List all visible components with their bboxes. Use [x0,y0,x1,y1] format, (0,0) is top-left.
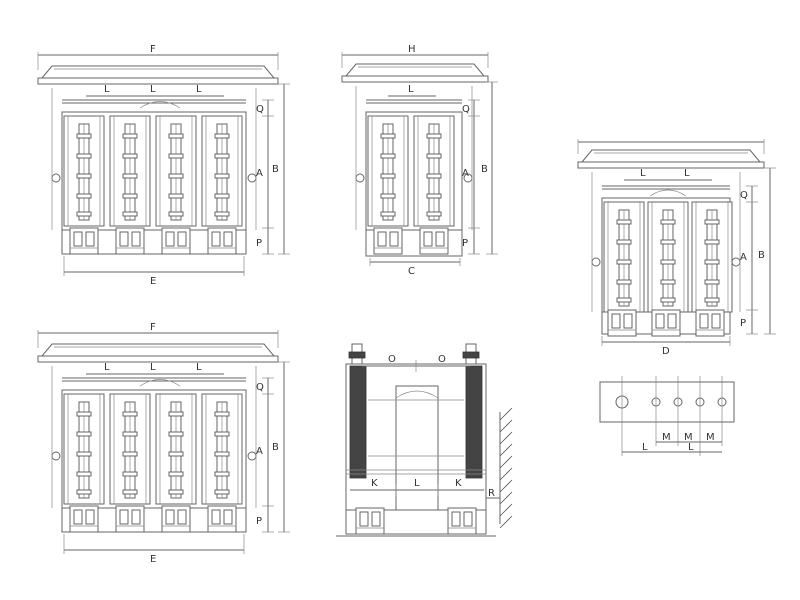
dim-label-F: F [150,44,156,55]
dim-label-B: B [481,164,488,175]
dim-label-K: K [371,478,378,489]
dim-label-P: P [256,238,262,249]
dim-label-M: M [706,432,715,443]
dim-label-O: O [438,354,446,365]
dim-label-R: R [488,488,495,499]
dim-label-B: B [272,442,279,453]
dim-label-C: C [408,266,415,277]
section-view: O O K L K R [336,343,513,537]
dim-label-P: P [256,516,262,527]
dim-label-L: L [414,478,420,489]
dim-label-P: P [740,318,746,329]
dim-label-L: L [642,442,648,453]
wall-hatch [499,407,513,529]
dim-label-L: L [150,362,156,373]
dim-label-M: M [662,432,671,443]
side-view: H L C Q A P B [341,44,498,277]
front-view-bottom: F L L L E Q A P B [37,322,290,565]
dim-label-L: L [688,442,694,453]
dim-label-L: L [408,84,414,95]
dim-label-A: A [256,168,263,179]
dim-label-Q: Q [256,104,264,115]
dim-label-K: K [455,478,462,489]
dim-label-B: B [272,164,279,175]
dim-label-E: E [150,276,156,287]
dim-label-L: L [150,84,156,95]
dim-label-Q: Q [462,104,470,115]
dim-label-P: P [462,238,468,249]
front-view-top: F L L L E Q A P B [37,44,290,287]
dim-label-L: L [640,168,646,179]
dim-label-A: A [740,252,747,263]
dim-label-L: L [196,362,202,373]
dim-label-A: A [462,168,469,179]
dim-label-D: D [662,346,670,357]
dim-label-L: L [104,362,110,373]
dim-label-M: M [684,432,693,443]
dim-label-F: F [150,322,156,333]
dim-label-L: L [196,84,202,95]
busbar-plate: M M M L L [599,376,735,456]
dim-label-E: E [150,554,156,565]
dim-label-O: O [388,354,396,365]
dim-label-B: B [758,250,765,261]
dim-label-A: A [256,446,263,457]
dim-label-Q: Q [256,382,264,393]
dim-label-L: L [684,168,690,179]
dim-label-L: L [104,84,110,95]
front-view-three-phase: L L D Q A P B [577,139,776,357]
dim-label-H: H [408,44,416,55]
dim-label-Q: Q [740,190,748,201]
